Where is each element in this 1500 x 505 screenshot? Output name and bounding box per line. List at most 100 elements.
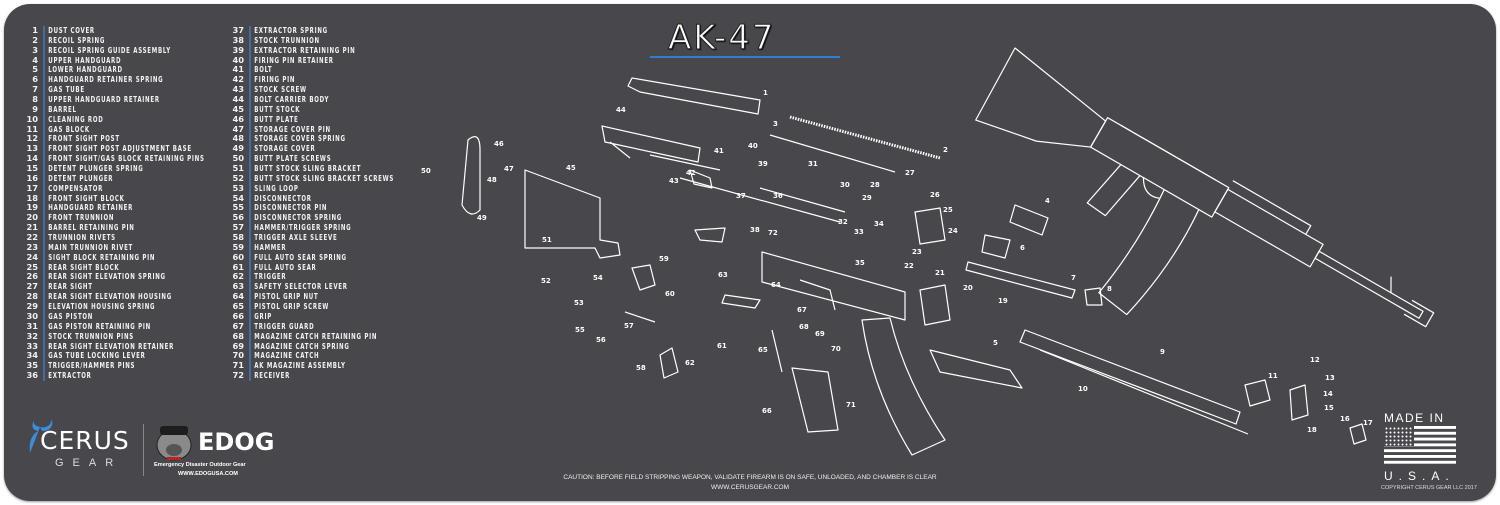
list-divider: [43, 154, 45, 165]
part-number: 49: [232, 143, 244, 154]
part-number: 62: [232, 271, 244, 282]
callout-30: 30: [840, 181, 850, 189]
part-name: GAS BLOCK: [48, 123, 90, 134]
callout-24: 24: [948, 227, 958, 235]
part-number: 59: [232, 241, 244, 252]
part-name: HAMMER/TRIGGER SPRING: [254, 222, 352, 233]
list-divider: [249, 302, 251, 312]
part-number: 43: [232, 84, 244, 95]
butt-plate-drawing: [461, 136, 481, 215]
flag-star: [1385, 427, 1388, 430]
flag-star: [1385, 443, 1388, 446]
part-name: FRONT TRUNNION: [48, 212, 115, 223]
list-divider: [43, 35, 45, 46]
part-number: 56: [232, 212, 244, 223]
part-name: BUTT STOCK SLING BRACKET: [254, 163, 362, 174]
part-name: EXTRACTOR: [48, 370, 92, 381]
part-name: FRONT SIGHT POST: [48, 133, 120, 144]
callout-1: 1: [763, 89, 768, 97]
callout-15: 15: [1324, 404, 1334, 412]
part-name: ELEVATION HOUSING SPRING: [48, 301, 156, 312]
trunnion-drawing: [914, 207, 951, 326]
callout-5: 5: [993, 339, 998, 347]
part-name: BOLT: [254, 64, 273, 75]
part-number: 39: [232, 44, 244, 55]
flag-star: [1409, 427, 1412, 430]
part-number: 61: [232, 261, 244, 272]
callout-40: 40: [748, 142, 758, 150]
list-divider: [249, 252, 251, 263]
callout-42: 42: [686, 169, 696, 177]
flag-star: [1385, 431, 1388, 434]
trigger-parts-drawing: [624, 227, 761, 379]
flag-stripe: [1384, 431, 1456, 435]
list-divider: [43, 95, 45, 105]
callout-51: 51: [542, 236, 552, 244]
part-number: 11: [26, 123, 38, 134]
callout-55: 55: [575, 326, 585, 334]
flag-star: [1401, 443, 1404, 446]
callout-9: 9: [1160, 348, 1165, 356]
callout-57: 57: [624, 322, 634, 330]
part-name: FRONT SIGHT POST ADJUSTMENT BASE: [48, 143, 192, 154]
callout-31: 31: [808, 160, 818, 168]
part-number: 3: [32, 44, 38, 55]
list-divider: [249, 154, 251, 165]
part-number: 30: [26, 310, 38, 321]
list-divider: [43, 242, 45, 253]
part-number: 19: [26, 202, 38, 213]
part-name: FULL AUTO SEAR SPRING: [254, 251, 347, 262]
part-number: 17: [26, 182, 38, 193]
part-name: LOWER HANDGUARD: [48, 64, 123, 75]
callout-12: 12: [1310, 356, 1320, 364]
part-number: 40: [232, 54, 244, 65]
flag-star: [1401, 427, 1404, 430]
callout-7: 7: [1071, 274, 1076, 282]
part-number: 37: [232, 25, 244, 35]
part-name: DETENT PLUNGER: [48, 172, 114, 183]
callout-39: 39: [758, 160, 768, 168]
part-number: 51: [232, 163, 244, 174]
part-number: 24: [26, 251, 38, 262]
callout-50: 50: [421, 167, 431, 175]
flag-star: [1405, 443, 1408, 446]
callout-69: 69: [815, 330, 825, 338]
usa-flag-icon: [1384, 426, 1456, 464]
callout-33: 33: [854, 228, 864, 236]
list-divider: [249, 35, 251, 46]
part-name: STORAGE COVER: [254, 143, 316, 154]
callout-28: 28: [870, 181, 880, 189]
part-number: 15: [26, 163, 38, 174]
flag-stripe: [1384, 437, 1456, 441]
part-number: 21: [26, 222, 38, 233]
part-name: MAGAZINE CATCH: [254, 350, 320, 361]
part-name: HANDGUARD RETAINER: [48, 202, 134, 213]
list-divider: [249, 233, 251, 243]
list-divider: [249, 85, 251, 96]
callout-21: 21: [935, 269, 945, 277]
flag-star: [1409, 439, 1412, 442]
flag-star: [1397, 435, 1400, 438]
part-number: 38: [232, 34, 244, 45]
callout-52: 52: [541, 277, 551, 285]
